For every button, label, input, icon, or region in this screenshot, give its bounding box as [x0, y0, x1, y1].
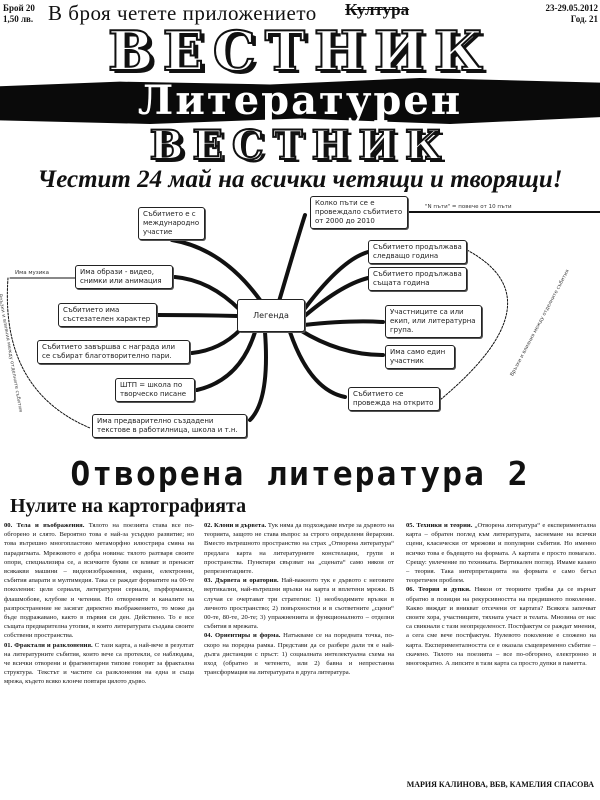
price: 1,50 лв.	[3, 14, 34, 24]
paragraph: 01. Фрактали и разклонения. С тази карта…	[4, 641, 194, 687]
supplement-logo: Култура	[345, 0, 410, 19]
paragraph: 03. Дървета и оратория. Най-важното тук …	[204, 576, 394, 631]
issue-date: 23-29.05.2012	[545, 3, 599, 13]
branch	[248, 330, 268, 422]
paragraph-heading: 04. Ориентиры и форма.	[204, 632, 281, 640]
branch	[298, 250, 370, 317]
article-column-1: 00. Тела и въображения. Тялото на поезия…	[4, 521, 194, 791]
paragraph-text: Най-важното тук е дървото с неговите вер…	[204, 577, 394, 631]
volume-year: Год. 21	[570, 14, 598, 24]
paragraph-text: Натъкваме се на поредната точка, по-скор…	[204, 632, 394, 677]
branch	[298, 328, 385, 357]
paragraph-text: С тази карта, а най-вече в резултат на л…	[4, 641, 194, 686]
paragraph: 05. Техники и теории. „Отворена литерату…	[406, 521, 596, 585]
mindmap-node: Събитието се провежда на открито	[348, 387, 440, 411]
paragraph-text: Тялото на поезията става все по-обгорено…	[4, 522, 194, 640]
paragraph: 04. Ориентиры и форма. Натъкваме се на п…	[204, 631, 394, 677]
masthead-title: Литературен	[137, 77, 463, 124]
paragraph-heading: 03. Дървета и оратория.	[204, 577, 279, 585]
mindmap-node: Събитието продължава същата година	[368, 267, 467, 291]
paragraph-text: Някои от теориите трябва да се върнат об…	[406, 586, 596, 668]
branch	[273, 213, 307, 317]
mindmap-branches	[6, 211, 600, 429]
paragraph-text: Тук няма да подхождаме вътре за дървото …	[204, 522, 394, 576]
slogan: Честит 24 май на всички четящи и творящи…	[37, 166, 563, 193]
branch	[195, 330, 257, 392]
paragraph-heading: 02. Клони и дървета.	[204, 522, 267, 529]
supplement-promo: В броя четете приложението	[48, 1, 317, 25]
note-music: Има музика	[15, 270, 49, 276]
article-title: Нулите на картографията	[10, 495, 247, 517]
paragraph-heading: 00. Тела и въображения.	[4, 522, 85, 529]
article-column-3: 05. Техники и теории. „Отворена литерату…	[406, 521, 596, 771]
article-author: МАРИЯ КАЛИНОВА, ВБВ, КАМЕЛИЯ СПАСОВА	[406, 780, 594, 789]
paragraph-heading: 05. Техники и теории.	[406, 522, 473, 529]
mindmap-node: Колко пъти се е провеждало събитието от …	[310, 196, 408, 229]
mindmap-node: Има образи - видео, снимки или анимация	[75, 265, 173, 289]
mindmap-node: ШТП = школа по творческо писане	[115, 378, 195, 402]
paragraph-heading: 06. Теория и дупки.	[406, 586, 471, 594]
branch	[173, 275, 242, 312]
mindmap-node: Има само един участник	[385, 345, 455, 369]
mindmap-node: Събитието е с международно участие	[138, 207, 205, 240]
branch	[288, 330, 347, 399]
paragraph-text: „Отворена литература“ е експериментална …	[406, 522, 596, 585]
link-curve	[439, 249, 509, 401]
mindmap-node: Участниците са или екип, или литературна…	[385, 305, 482, 338]
issue-number: Брой 20	[3, 3, 35, 13]
mindmap-node: Събитието продължава следващо година	[368, 240, 467, 264]
legend-center-node: Легенда	[237, 299, 305, 332]
branch	[190, 328, 242, 355]
paragraph: 06. Теория и дупки. Някои от теориите тр…	[406, 585, 596, 668]
masthead-top: ВЕСТНИК	[107, 26, 493, 76]
mindmap-node: Събитието има състезателен характер	[58, 303, 157, 327]
branch	[298, 276, 370, 322]
masthead-bottom: ВЕСТНИК	[149, 127, 451, 165]
section-title: Отворена литература 2	[70, 454, 530, 493]
torn-black-band	[0, 78, 600, 124]
paragraph: 00. Тела и въображения. Тялото на поезия…	[4, 521, 194, 641]
branch	[302, 319, 385, 327]
link-curve	[6, 277, 91, 429]
branch	[156, 313, 239, 318]
note-times: "N пъти" = повече от 10 пъти	[425, 204, 512, 210]
paragraph: 02. Клони и дървета. Тук няма да подхожд…	[204, 521, 394, 576]
article-column-2: 02. Клони и дървета. Тук няма да подхожд…	[204, 521, 394, 791]
mindmap-node: Събитието завършва с награда или се съби…	[37, 340, 190, 364]
paragraph-heading: 01. Фрактали и разклонения.	[4, 641, 93, 649]
mindmap-node: Има предварително създадени текстове в р…	[92, 414, 247, 438]
